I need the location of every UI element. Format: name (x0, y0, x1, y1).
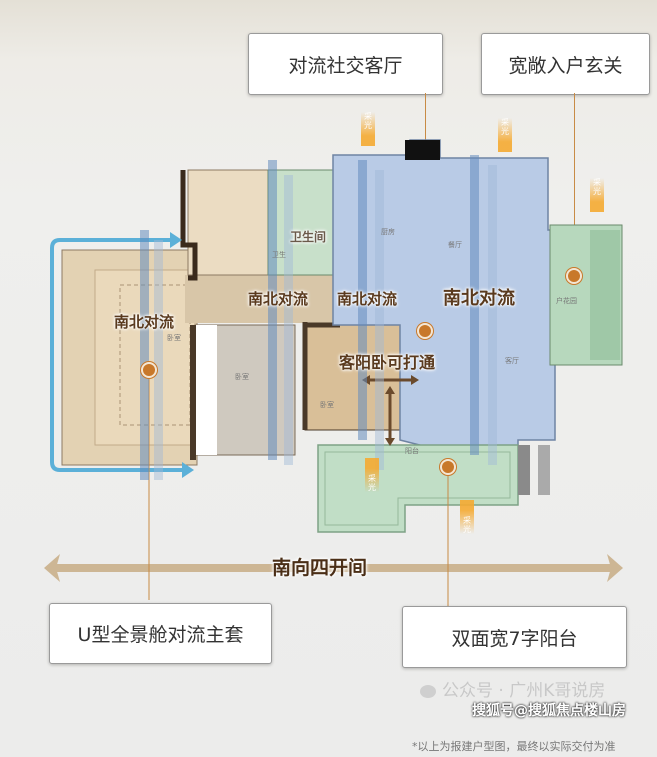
callout-entrance: 宽敞入户玄关 (481, 33, 650, 95)
sunlight-marker-2: 采光 (498, 118, 512, 152)
callout-master-suite-text: U型全景舱对流主套 (77, 624, 244, 646)
flow-arrow-2 (268, 160, 277, 460)
flow-arrow-1b (154, 240, 163, 480)
room-bathroom (267, 169, 334, 276)
callout-balcony: 双面宽7字阳台 (402, 606, 627, 668)
label-ns-flow-4: 南北对流 (443, 288, 515, 309)
room-bedroom-middle (190, 324, 296, 460)
callout-living-room: 对流社交客厅 (248, 33, 443, 95)
disclaimer: *以上为报建户型图，最终以实际交付为准 (412, 740, 616, 753)
callout-master-suite: U型全景舱对流主套 (49, 603, 272, 664)
label-bathroom: 卫生间 (290, 230, 327, 244)
label-ns-flow-2: 南北对流 (248, 290, 309, 308)
marker-dot-entrance (568, 270, 580, 282)
room-label-kitchen: 厨房 (381, 228, 395, 236)
flow-arrow-3 (358, 160, 367, 440)
room-label-bedroom-small: 卧室 (320, 401, 334, 409)
sunlight-marker-1: 采光 (361, 112, 375, 146)
marker-dot-master (143, 364, 155, 376)
flow-arrow-2b (284, 175, 293, 465)
room-label-garden: 户花园 (556, 297, 577, 305)
open-arrow-horizontal (362, 375, 419, 385)
room-bedroom-top (180, 169, 269, 281)
flow-arrow-1 (140, 230, 149, 480)
label-open-up: 客阳卧可打通 (339, 353, 436, 372)
flow-arrow-3b (375, 170, 384, 470)
leader-entrance (574, 93, 575, 275)
marker-dot-balcony (442, 461, 454, 473)
open-arrow-vertical (385, 386, 395, 446)
u-flow-arrow (50, 238, 185, 472)
room-master-bedroom (61, 249, 198, 466)
label-ns-flow-1: 南北对流 (114, 313, 175, 331)
wechat-icon (420, 684, 436, 698)
label-south-four: 南向四开间 (272, 557, 368, 579)
room-label-balcony: 阳台 (405, 447, 419, 455)
room-label-bath-small: 卫生 (272, 251, 286, 259)
label-ns-flow-3: 南北对流 (337, 290, 398, 308)
flow-arrow-4 (470, 155, 479, 455)
flow-arrow-4b (488, 165, 497, 465)
room-label-bedroom-mid: 卧室 (235, 373, 249, 381)
room-label-bedroom-master: 卧室 (167, 334, 181, 342)
room-public-zone (332, 139, 556, 471)
room-bedroom-small (302, 322, 406, 431)
callout-entrance-text: 宽敞入户玄关 (508, 54, 623, 77)
callout-living-room-text: 对流社交客厅 (288, 54, 403, 77)
sohu-overlay: 搜狐号@搜狐焦点楼山房 (472, 703, 626, 719)
south-bays-arrow (44, 554, 623, 582)
corridor (185, 275, 335, 323)
sunlight-marker-4: 采光 (365, 458, 379, 492)
room-label-living: 客厅 (505, 357, 519, 365)
wechat-watermark: 公众号 · 广州K哥说房 (420, 676, 605, 701)
callout-balcony-text: 双面宽7字阳台 (451, 627, 578, 650)
marker-dot-living (419, 325, 431, 337)
room-label-dining: 餐厅 (448, 241, 462, 249)
sunlight-marker-3: 采光 (590, 178, 604, 212)
sunlight-marker-5: 采光 (460, 500, 474, 534)
